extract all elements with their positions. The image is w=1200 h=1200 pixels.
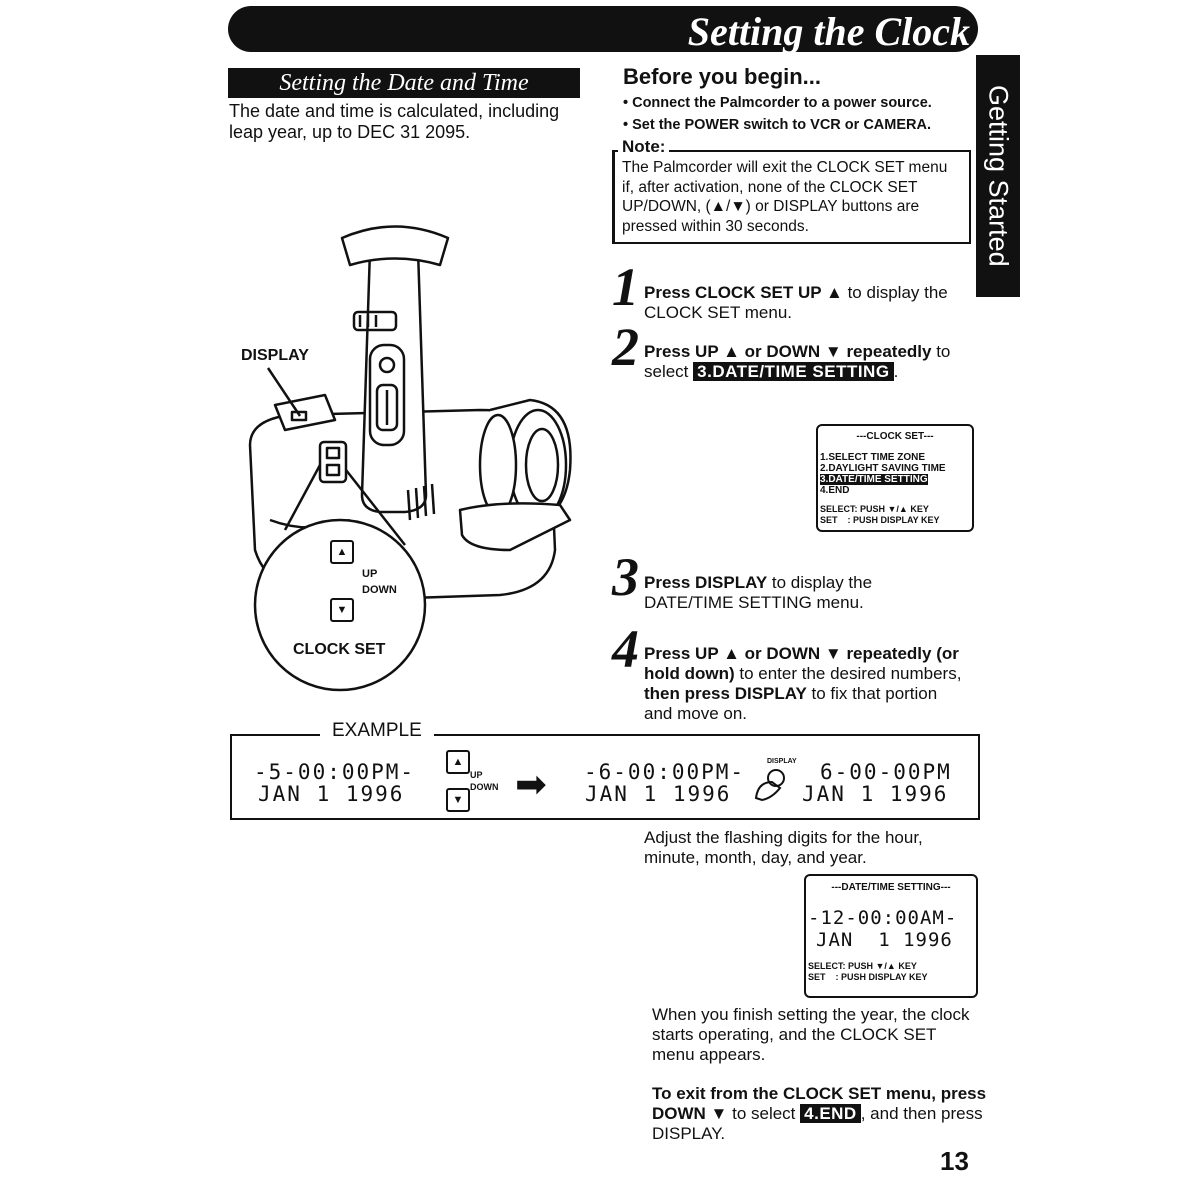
camcorder-illustration bbox=[248, 225, 572, 692]
lcd-select-line: SELECT: PUSH ▼/▲ KEY bbox=[820, 504, 929, 514]
page-number: 13 bbox=[940, 1146, 969, 1176]
step-number: 3 bbox=[612, 547, 639, 607]
note-label: Note: bbox=[618, 137, 670, 157]
display-label: DISPLAY bbox=[241, 347, 309, 364]
example-screen-2-date: JAN 1 1996 bbox=[585, 782, 732, 806]
step-1-text: Press CLOCK SET UP ▲ to display the CLOC… bbox=[644, 283, 948, 322]
before-list: • Connect the Palmcorder to a power sour… bbox=[623, 92, 973, 136]
example-up-label: UP bbox=[470, 770, 483, 780]
finish-text: When you finish setting the year, the cl… bbox=[652, 1005, 970, 1064]
page-title: Setting the Clock bbox=[687, 9, 970, 54]
down-button-icon: ▼ bbox=[330, 598, 354, 622]
example-screen-1-time: -5-00:00PM- bbox=[254, 760, 416, 784]
menu-item-highlight: 3.DATE/TIME SETTING bbox=[693, 362, 894, 381]
lcd-menu-item: 4.END bbox=[820, 485, 850, 496]
lcd-set-line: SET : PUSH DISPLAY KEY bbox=[820, 515, 940, 525]
adjust-text: Adjust the flashing digits for the hour,… bbox=[644, 828, 923, 867]
date-time-menu-screen: ---DATE/TIME SETTING--- -12-00:00AM- JAN… bbox=[804, 874, 978, 998]
example-display-label: DISPLAY bbox=[767, 758, 797, 765]
menu-item-highlight: 4.END bbox=[800, 1104, 861, 1123]
lcd-menu-item: 1.SELECT TIME ZONE bbox=[820, 452, 926, 463]
clock-set-label: CLOCK SET bbox=[293, 641, 386, 658]
side-tab bbox=[976, 55, 1020, 297]
example-screen-2-time: -6-00:00PM- bbox=[584, 760, 746, 784]
section-title-bar bbox=[228, 68, 580, 98]
step-2-text: Press UP ▲ or DOWN ▼ repeatedly to selec… bbox=[644, 342, 951, 381]
clock-set-menu-screen: ---CLOCK SET--- 1.SELECT TIME ZONE 2.DAY… bbox=[816, 424, 974, 532]
lcd-select-line: SELECT: PUSH ▼/▲ KEY bbox=[808, 961, 917, 971]
example-screen-1-date: JAN 1 1996 bbox=[258, 782, 405, 806]
lcd-title: ---CLOCK SET--- bbox=[856, 431, 934, 442]
before-item: • Set the POWER switch to VCR or CAMERA. bbox=[623, 117, 931, 133]
down-label: DOWN bbox=[362, 584, 397, 596]
right-arrow-icon: ➡ bbox=[515, 764, 547, 806]
example-screen-3-time: 6-00-00PM bbox=[820, 760, 952, 784]
lcd-menu-item-selected: 3.DATE/TIME SETTING bbox=[820, 474, 928, 485]
example-screen-3-date: JAN 1 1996 bbox=[802, 782, 949, 806]
up-button-icon: ▲ bbox=[330, 540, 354, 564]
finger-press-icon bbox=[754, 769, 785, 802]
lcd-menu-item: 2.DAYLIGHT SAVING TIME bbox=[820, 463, 946, 474]
example-box bbox=[230, 734, 980, 820]
note-text: The Palmcorder will exit the CLOCK SET m… bbox=[622, 159, 948, 235]
lcd-date: JAN 1 1996 bbox=[816, 929, 953, 951]
step-number: 1 bbox=[612, 257, 639, 317]
up-button-icon: ▲ bbox=[446, 750, 470, 774]
section-title: Setting the Date and Time bbox=[279, 70, 529, 96]
lcd-title: ---DATE/TIME SETTING--- bbox=[831, 882, 951, 893]
step-3-text: Press DISPLAY to display the DATE/TIME S… bbox=[644, 573, 873, 612]
step-4-text: Press UP ▲ or DOWN ▼ repeatedly (or hold… bbox=[644, 644, 962, 723]
before-item: • Connect the Palmcorder to a power sour… bbox=[623, 95, 932, 111]
section-intro: The date and time is calculated, includi… bbox=[229, 101, 560, 142]
example-label: EXAMPLE bbox=[320, 720, 434, 742]
exit-text: To exit from the CLOCK SET menu, press D… bbox=[652, 1084, 987, 1143]
step-number: 4 bbox=[612, 619, 639, 679]
step-number: 2 bbox=[612, 317, 639, 377]
note-box bbox=[612, 150, 971, 244]
lcd-time: -12-00:00AM- bbox=[808, 907, 958, 929]
title-bar bbox=[228, 6, 978, 52]
lcd-set-line: SET : PUSH DISPLAY KEY bbox=[808, 972, 928, 982]
before-heading: Before you begin... bbox=[623, 64, 822, 89]
down-button-icon: ▼ bbox=[446, 788, 470, 812]
example-down-label: DOWN bbox=[470, 782, 499, 792]
side-tab-label: Getting Started bbox=[983, 85, 1014, 267]
up-label: UP bbox=[362, 568, 378, 580]
